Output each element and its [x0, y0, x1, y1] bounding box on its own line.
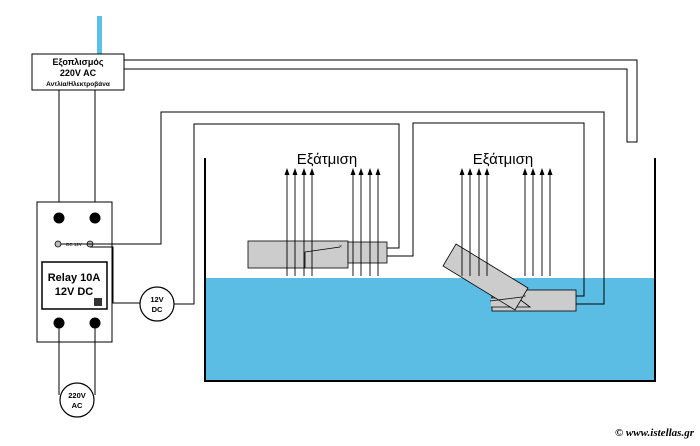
ac-supply-line1: 220V	[68, 391, 86, 400]
dc-supply-line1: 12V	[150, 295, 163, 304]
wire-dc-to-relay	[90, 246, 140, 304]
ac-supply-line2: AC	[72, 401, 83, 410]
relay-voltage: 12V DC	[55, 286, 94, 298]
ac-supply-circle	[59, 382, 95, 418]
evaporation-arrow-head	[309, 168, 315, 175]
dc-supply-line2: DC	[152, 305, 163, 314]
relay-terminal-top-right	[89, 212, 101, 224]
footer-copyright: © www.istellas.gr	[615, 427, 695, 439]
evaporation-arrow-head	[301, 168, 307, 175]
right-float-tilted	[442, 243, 529, 311]
left-float-mark: ×	[339, 244, 342, 250]
evaporation-arrow-head	[547, 168, 553, 175]
evaporation-arrow-head	[467, 168, 473, 175]
relay-dc-terminal-left	[54, 240, 62, 248]
relay-title: Relay 10A	[48, 272, 101, 284]
evaporation-arrow-head	[292, 168, 298, 175]
evaporation-arrow-head	[484, 168, 490, 175]
right-float-mark: ×	[523, 294, 526, 300]
evaporation-arrow-head	[375, 168, 381, 175]
equipment-voltage: 220V AC	[60, 68, 97, 78]
relay-indicator	[94, 298, 102, 306]
evaporation-arrow-head	[522, 168, 528, 175]
incoming-cable	[97, 16, 102, 56]
dc-supply-circle	[139, 286, 175, 322]
left-float-block	[347, 241, 388, 264]
evaporation-arrow-head	[284, 168, 290, 175]
equipment-title: Εξοπλισμός	[52, 57, 103, 67]
evaporation-left-label: Εξάτμιση	[297, 151, 358, 168]
left-float-body	[247, 240, 349, 269]
evaporation-arrow-head	[530, 168, 536, 175]
wire-relay-to-top-loop	[61, 111, 605, 305]
evaporation-right-label: Εξάτμιση	[473, 151, 534, 168]
tank-walls	[204, 158, 656, 382]
equipment-subtitle: Αντλία/Ηλεκτροβάνα	[46, 80, 110, 88]
relay-terminal-top-left	[53, 212, 65, 224]
tank-water	[206, 278, 654, 380]
evaporation-arrows-left	[284, 168, 381, 276]
equipment-output-cable	[124, 59, 638, 143]
evaporation-arrow-head	[476, 168, 482, 175]
right-float-contact	[489, 296, 523, 302]
evaporation-arrow-head	[358, 168, 364, 175]
equipment-box	[31, 53, 125, 91]
evaporation-arrow-head	[459, 168, 465, 175]
left-float-contact	[304, 246, 341, 268]
wire-dc-to-left-float	[174, 123, 400, 305]
evaporation-arrow-head	[350, 168, 356, 175]
evaporation-arrow-head	[367, 168, 373, 175]
evaporation-arrows-right	[459, 168, 553, 276]
wire-left-to-right-float	[387, 122, 585, 297]
evaporation-arrow-head	[539, 168, 545, 175]
